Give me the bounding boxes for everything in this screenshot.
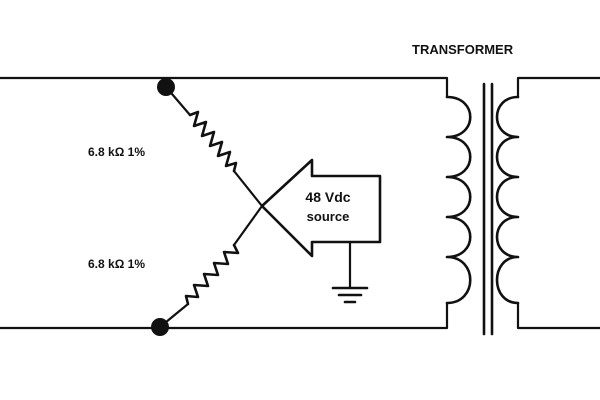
transformer-coil-icon — [445, 95, 472, 305]
resistor-top-lead — [232, 169, 264, 208]
transformer-label: TRANSFORMER — [412, 42, 514, 57]
resistor-bottom-lead — [158, 302, 190, 329]
source-label: source — [307, 209, 350, 224]
top-rail-wire — [0, 76, 449, 99]
ground-symbol — [331, 240, 369, 304]
resistor-icon — [184, 243, 240, 306]
ground-icon — [331, 286, 369, 304]
resistor-top-label: 6.8 kΩ 1% — [88, 145, 145, 159]
bottom-rail-wire — [0, 301, 449, 330]
transformer-coil-icon — [495, 95, 520, 305]
resistor-bottom — [158, 204, 264, 329]
circuit-wires — [0, 76, 600, 330]
resistor-bottom-label: 6.8 kΩ 1% — [88, 257, 145, 271]
resistor-bottom-lead — [232, 204, 264, 247]
resistor-icon — [188, 110, 238, 173]
source-block — [260, 158, 382, 258]
resistor-top — [164, 85, 264, 208]
secondary-bottom-wire — [516, 301, 600, 330]
source-voltage-label: 48 Vdc — [305, 189, 350, 205]
resistor-top-lead — [164, 85, 192, 117]
secondary-top-wire — [516, 76, 600, 99]
transformer-core — [482, 82, 494, 336]
